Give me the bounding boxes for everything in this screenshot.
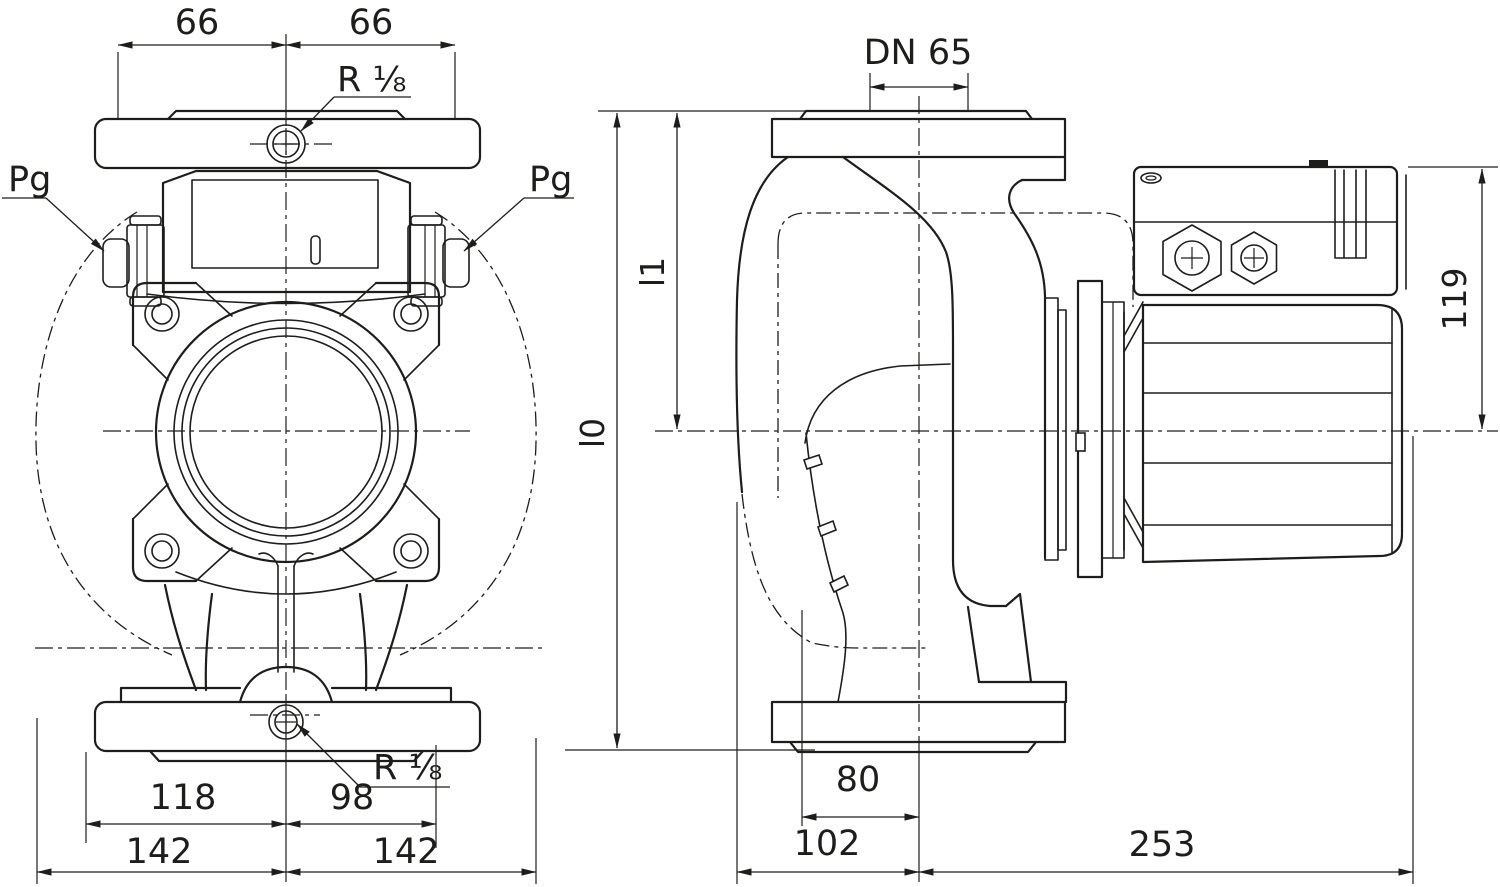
dim-253-label: 253 [1129, 825, 1196, 865]
side-bottom-flange [565, 700, 1067, 754]
dim-80-label: 80 [836, 760, 881, 800]
front-phantom-housing [35, 211, 537, 656]
front-lower-body [119, 552, 453, 704]
side-volute-body [735, 155, 1047, 703]
cable-gland-right-label: Pg [529, 160, 572, 200]
gland-nut-large [1162, 224, 1222, 292]
lid-tab [1309, 160, 1328, 168]
side-foot [966, 592, 1068, 704]
rib-tick-1 [802, 453, 824, 471]
drain-screw-bottom [268, 704, 304, 740]
side-top-flange [598, 109, 1067, 182]
dim-66-right-label: 66 [349, 3, 394, 43]
dim-dn65-label: DN 65 [864, 33, 973, 73]
motor-mount-stack [1044, 279, 1144, 579]
vent-plug-bottom-label: R ⅛ [373, 748, 442, 788]
cable-gland-left-label: Pg [8, 160, 51, 200]
side-terminal-box [1132, 160, 1407, 297]
front-view: 66 66 R ⅛ Pg Pg R ⅛ 118 98 [2, 3, 574, 884]
dim-118-label: 118 [150, 778, 217, 818]
lid-screw [1140, 172, 1162, 184]
switch-slot [310, 235, 321, 265]
side-centerlines [655, 96, 1498, 882]
dim-l0-label: l0 [573, 418, 612, 448]
side-phantom-housing [741, 212, 1134, 649]
dim-102-label: 102 [794, 824, 861, 864]
side-motor-body [1141, 303, 1404, 564]
gland-nut-small [1230, 231, 1278, 285]
side-dimensions: DN 65 l0 l1 119 80 102 253 [573, 33, 1498, 884]
motor-screw-top-right [393, 296, 429, 332]
vent-plug-top-label: R ⅛ [337, 60, 406, 100]
dim-98-label: 98 [330, 778, 375, 818]
motor-screw-bottom-right [393, 533, 429, 569]
rib-tick-3 [828, 574, 850, 594]
shaft-clip [1075, 432, 1086, 452]
side-view: DN 65 l0 l1 119 80 102 253 [565, 33, 1498, 884]
front-motor-face [131, 281, 441, 583]
front-dimensions: 66 66 R ⅛ Pg Pg R ⅛ 118 98 [2, 3, 574, 884]
front-centerlines [35, 34, 545, 882]
dim-66-left-label: 66 [175, 3, 220, 43]
front-bottom-flange [93, 700, 482, 763]
dim-142-right-label: 142 [373, 832, 440, 872]
front-terminal-box [146, 169, 426, 305]
dim-142-left-label: 142 [126, 832, 193, 872]
dim-l1-label: l1 [633, 257, 672, 287]
motor-screw-top-left [144, 296, 180, 332]
terminal-strip [1334, 169, 1367, 259]
motor-screw-bottom-left [144, 533, 180, 569]
front-top-flange [93, 109, 482, 170]
dim-119-label: 119 [1435, 268, 1474, 331]
rib-tick-2 [817, 519, 837, 538]
vent-screw-top [266, 124, 306, 164]
